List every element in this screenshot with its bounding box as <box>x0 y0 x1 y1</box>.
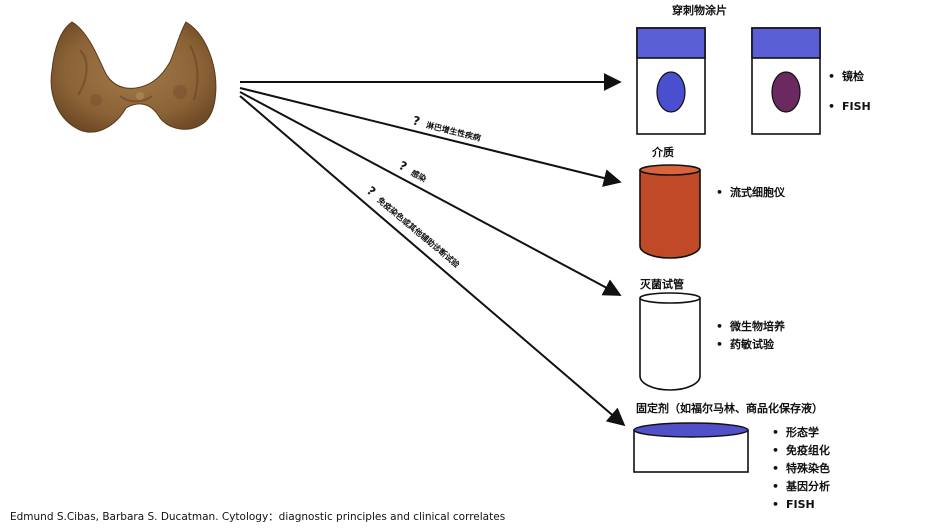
path-label-infection: ? 感染 <box>397 158 430 185</box>
bullet-microscopy: 镜检 <box>842 69 864 83</box>
sterile-title: 灭菌试管 <box>639 277 684 291</box>
slides-bullets: • 镜检 • FISH <box>828 69 871 113</box>
svg-text:•: • <box>772 462 779 475</box>
routing-arrows <box>239 73 626 427</box>
sterile-tube <box>639 292 701 391</box>
sterile-bullets: • 微生物培养 • 药敏试验 <box>716 319 786 351</box>
bullet-special-stain: 特殊染色 <box>786 461 830 475</box>
svg-text:•: • <box>716 320 723 333</box>
arrow-to-fixative <box>239 95 626 427</box>
bullet-flow-cytometry: 流式细胞仪 <box>730 185 786 199</box>
bullet-ihc: 免疫组化 <box>786 443 830 457</box>
bullet-morphology: 形态学 <box>786 425 819 439</box>
bullet-susceptibility: 药敏试验 <box>730 337 775 351</box>
bullet-fish-2: FISH <box>786 498 815 511</box>
arrow-to-sterile <box>239 91 622 296</box>
path-label-text: 淋巴增生性疾病 <box>425 120 482 143</box>
arrow-to-medium <box>239 87 622 187</box>
svg-text:•: • <box>772 498 779 511</box>
bullet-culture: 微生物培养 <box>729 319 786 333</box>
fixative-bullets: • 形态学 • 免疫组化 • 特殊染色 • 基因分析 • FISH <box>772 425 830 511</box>
smear-purple <box>771 71 801 113</box>
svg-text:•: • <box>828 70 835 83</box>
path-label-text: 感染 <box>409 168 429 185</box>
bullet-genetic: 基因分析 <box>785 479 830 493</box>
svg-text:•: • <box>772 426 779 439</box>
svg-text:•: • <box>716 338 723 351</box>
slides-title: 穿刺物涂片 <box>672 3 727 17</box>
medium-title: 介质 <box>651 145 674 159</box>
path-label-ancillary: ? 免疫染色或其他辅助诊断试验 <box>364 184 462 270</box>
slide-left <box>636 27 706 135</box>
thyroid-icon <box>50 21 217 133</box>
slide-right <box>751 27 821 135</box>
path-q-mark: ? <box>397 158 410 174</box>
smear-blue <box>656 71 686 113</box>
svg-text:•: • <box>772 480 779 493</box>
path-label-text: 免疫染色或其他辅助诊断试验 <box>375 195 462 270</box>
path-q-mark: ? <box>411 113 421 128</box>
fixative-jar <box>633 422 749 473</box>
citation-text: Edmund S.Cibas, Barbara S. Ducatman. Cyt… <box>10 511 505 523</box>
svg-text:•: • <box>828 100 835 113</box>
svg-text:•: • <box>716 186 723 199</box>
svg-text:•: • <box>772 444 779 457</box>
medium-tube <box>639 164 701 259</box>
fixative-title: 固定剂（如福尔马林、商品化保存液） <box>636 401 823 415</box>
bullet-fish: FISH <box>842 100 871 113</box>
medium-bullets: • 流式细胞仪 <box>716 185 786 199</box>
path-q-mark: ? <box>364 184 378 199</box>
